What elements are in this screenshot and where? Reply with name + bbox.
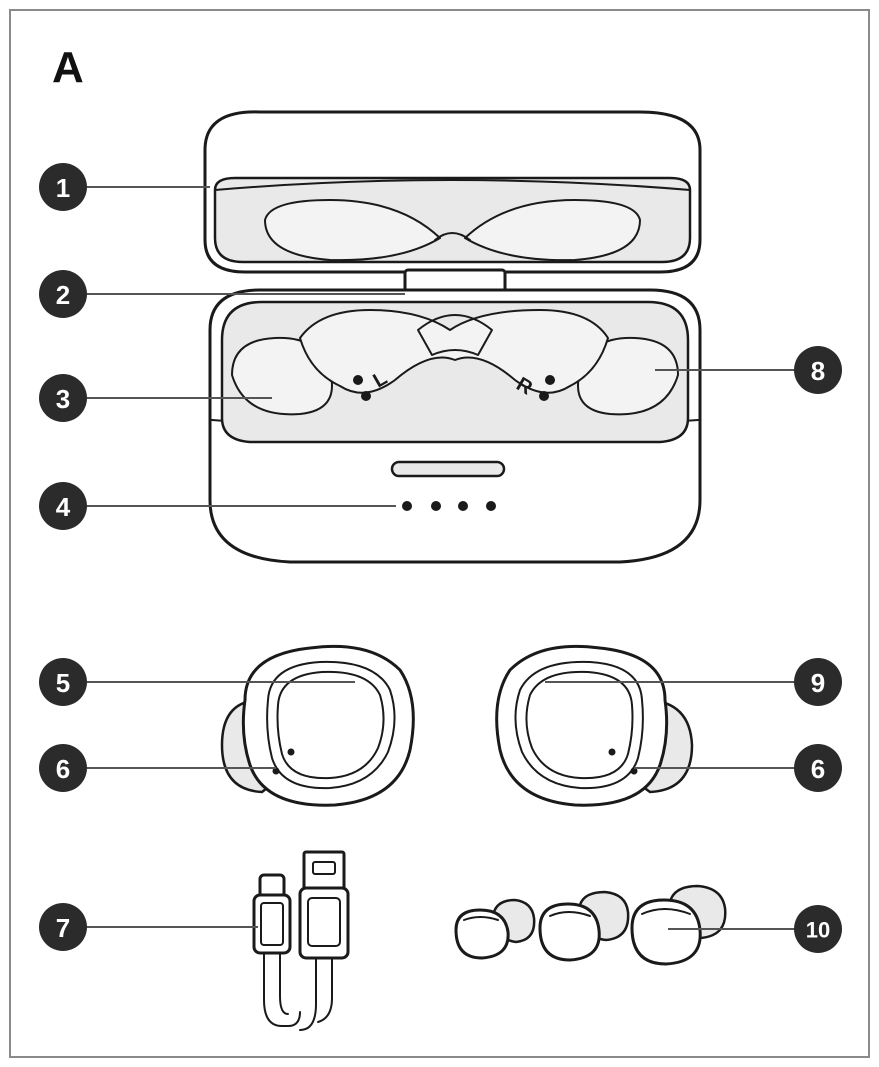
callout-2-label: 2 (56, 280, 70, 310)
callout-1-label: 1 (56, 173, 70, 203)
callout-3-label: 3 (56, 384, 70, 414)
callout-7: 7 (39, 903, 87, 951)
callout-1: 1 (39, 163, 87, 211)
callout-10-label: 10 (806, 918, 830, 943)
callout-9-label: 9 (811, 668, 825, 698)
callout-6-right: 6 (794, 744, 842, 792)
case-base: L R (210, 290, 700, 562)
callout-6-right-label: 6 (811, 754, 825, 784)
callout-6-left: 6 (39, 744, 87, 792)
callout-7-label: 7 (56, 913, 70, 943)
callout-8: 8 (794, 346, 842, 394)
callout-5: 5 (39, 658, 87, 706)
figure-label: A (52, 43, 84, 92)
callout-6-left-label: 6 (56, 754, 70, 784)
callout-8-label: 8 (811, 356, 825, 386)
case-lid (205, 112, 700, 272)
case-front-slot (392, 462, 504, 476)
callout-3: 3 (39, 374, 87, 422)
callout-4: 4 (39, 482, 87, 530)
callout-2: 2 (39, 270, 87, 318)
callout-4-label: 4 (56, 492, 71, 522)
callout-10: 10 (794, 905, 842, 953)
callout-9: 9 (794, 658, 842, 706)
callout-5-label: 5 (56, 668, 70, 698)
charging-case: L R (205, 112, 700, 562)
